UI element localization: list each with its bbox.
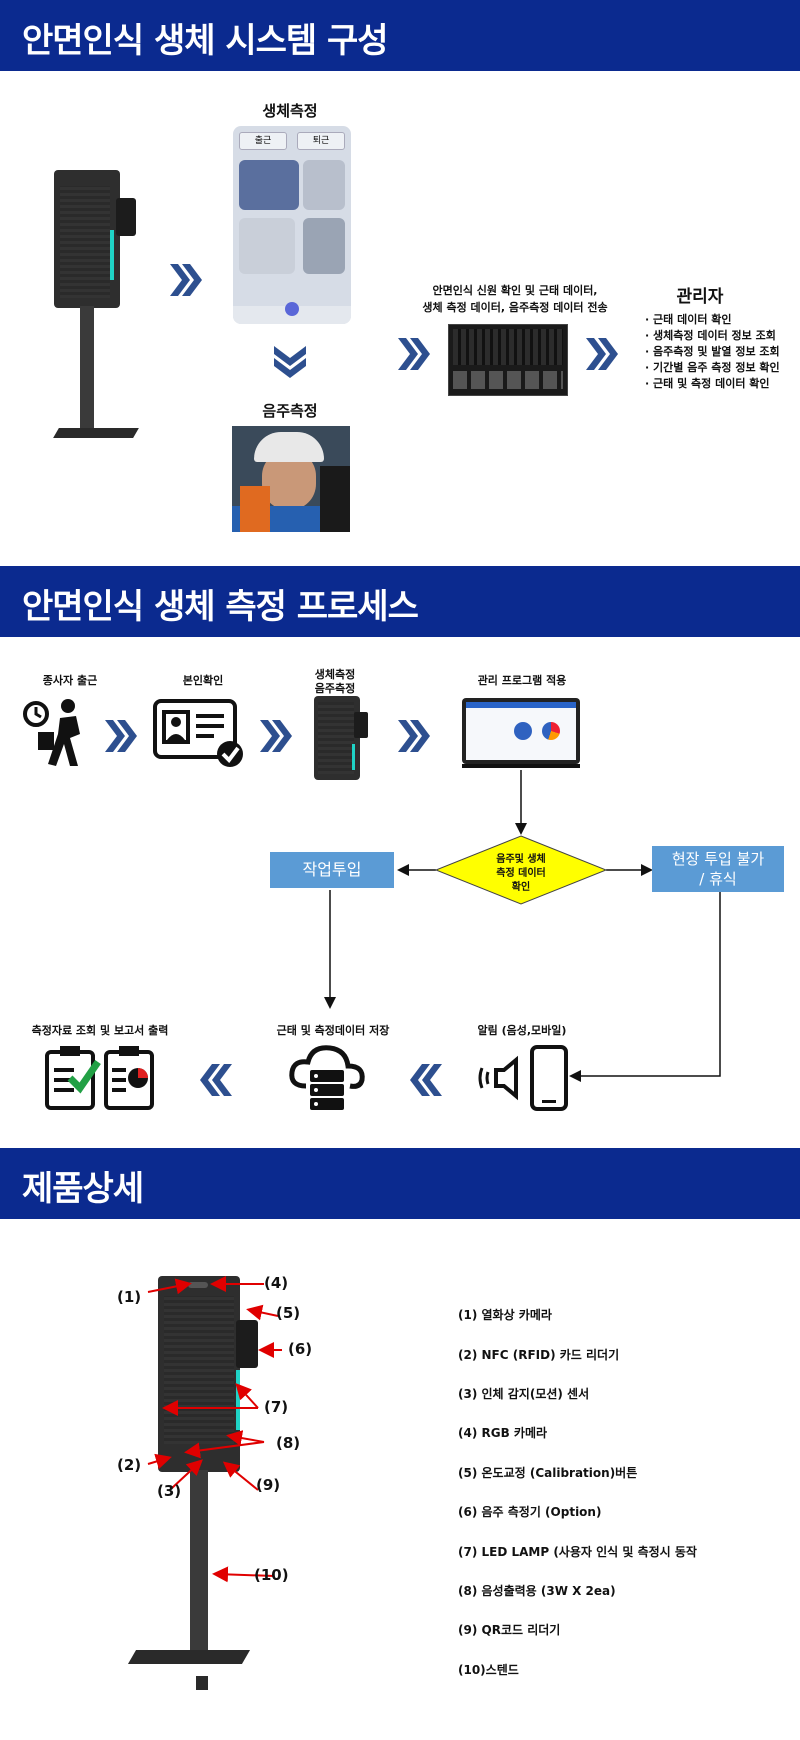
transmit-text-line2: 생체 측정 데이터, 음주측정 데이터 전송 xyxy=(422,301,608,314)
spec-item: (10)스텐드 xyxy=(458,1663,519,1677)
spec-item: (2) NFC (RFID) 카드 리더기 xyxy=(458,1348,620,1362)
bio-measure-label: 생체측정 xyxy=(262,102,318,120)
spec-item: (9) QR코드 리더기 xyxy=(458,1623,561,1637)
step-report-label: 측정자료 조회 및 보고서 출력 xyxy=(31,1024,169,1037)
callout-5: (5) xyxy=(276,1304,301,1322)
admin-item: 생체측정 데이터 정보 조회 xyxy=(645,328,780,344)
callout-3: (3) xyxy=(157,1482,182,1500)
callout-10: (10) xyxy=(254,1566,289,1584)
speaker-phone-icon xyxy=(478,1045,568,1111)
chevron-right-icon xyxy=(398,720,430,752)
decision-diamond xyxy=(434,835,608,905)
step-store-label: 근태 및 측정데이터 저장 xyxy=(276,1024,390,1037)
admin-item: 음주측정 및 발열 정보 조회 xyxy=(645,344,780,360)
step-admin-program-label: 관리 프로그램 적용 xyxy=(477,674,567,687)
spec-item: (8) 음성출력용 (3W X 2ea) xyxy=(458,1584,616,1598)
transmit-text-line1: 안면인식 신원 확인 및 근태 데이터, xyxy=(432,284,598,297)
cloud-server-icon xyxy=(289,1045,365,1110)
admin-item: 근태 데이터 확인 xyxy=(645,312,780,328)
callout-8: (8) xyxy=(276,1434,301,1452)
worker-photo xyxy=(232,426,350,532)
clock-in-button: 출근 xyxy=(239,132,287,150)
chevron-right-icon xyxy=(398,338,430,370)
admin-program-monitor xyxy=(462,698,580,764)
callout-2: (2) xyxy=(117,1456,142,1474)
chevron-right-icon xyxy=(105,720,137,752)
spec-item: (6) 음주 측정기 (Option) xyxy=(458,1505,602,1519)
section-title-product: 제품상세 xyxy=(22,1169,144,1209)
decision-text-line3: 확인 xyxy=(511,882,531,893)
decision-text-line2: 측정 데이터 xyxy=(496,868,546,879)
worker-arrival-icon xyxy=(23,699,80,766)
callout-arrows xyxy=(147,1276,282,1583)
clock-out-button: 퇴근 xyxy=(297,132,345,150)
section-band-system: 안면인식 생체 시스템 구성 xyxy=(0,0,800,71)
work-deploy-box: 작업투입 xyxy=(270,852,394,888)
decision-text-line1: 음주및 생체 xyxy=(496,854,546,865)
section-band-product: 제품상세 xyxy=(0,1148,800,1219)
chevron-left-icon xyxy=(200,1064,232,1096)
admin-title: 관리자 xyxy=(676,287,724,307)
chevron-right-icon xyxy=(586,338,618,370)
spec-item: (5) 온도교정 (Calibration)버튼 xyxy=(458,1466,638,1480)
step-measure-label-line1: 생체측정 xyxy=(314,668,356,681)
callout-6: (6) xyxy=(288,1340,313,1358)
no-deploy-line1: 현장 투입 불가 xyxy=(671,850,765,868)
callout-1: (1) xyxy=(117,1288,142,1306)
section-title-process: 안면인식 생체 측정 프로세스 xyxy=(22,587,419,627)
admin-item: 기간별 음주 측정 정보 확인 xyxy=(645,360,780,376)
admin-feature-list: 근태 데이터 확인 생체측정 데이터 정보 조회 음주측정 및 발열 정보 조회… xyxy=(645,312,780,392)
chevron-down-icon xyxy=(274,346,306,378)
report-clipboard-icon xyxy=(45,1046,154,1110)
app-screenshot: 출근 퇴근 xyxy=(233,126,351,324)
chevron-left-icon xyxy=(410,1064,442,1096)
section-band-process: 안면인식 생체 측정 프로세스 xyxy=(0,566,800,637)
step-identity-label: 본인확인 xyxy=(182,674,224,687)
chevron-right-icon xyxy=(170,264,202,296)
server-rack-image xyxy=(448,324,568,396)
admin-item: 근태 및 측정 데이터 확인 xyxy=(645,376,780,392)
step-worker-arrival-label: 종사자 출근 xyxy=(42,674,98,687)
spec-item: (1) 열화상 카메라 xyxy=(458,1308,552,1322)
chevron-right-icon xyxy=(260,720,292,752)
alcohol-measure-label: 음주측정 xyxy=(262,402,318,420)
spec-item: (4) RGB 카메라 xyxy=(458,1426,548,1440)
spec-item: (3) 인체 감지(모션) 센서 xyxy=(458,1387,590,1401)
step-measure-label-line2: 음주측정 xyxy=(314,682,356,695)
callout-4: (4) xyxy=(264,1274,289,1292)
id-card-check-icon xyxy=(153,699,243,767)
no-deploy-rest-box: 현장 투입 불가 / 휴식 xyxy=(652,846,784,892)
no-deploy-line2: / 휴식 xyxy=(699,870,737,888)
callout-7: (7) xyxy=(264,1398,289,1416)
step-alarm-label: 알림 (음성,모바일) xyxy=(477,1024,567,1037)
callout-9: (9) xyxy=(256,1476,281,1494)
spec-item: (7) LED LAMP (사용자 인식 및 측정시 동작 xyxy=(458,1545,697,1559)
section-title-system: 안면인식 생체 시스템 구성 xyxy=(22,21,389,61)
process-flow-arrows xyxy=(324,770,721,1082)
